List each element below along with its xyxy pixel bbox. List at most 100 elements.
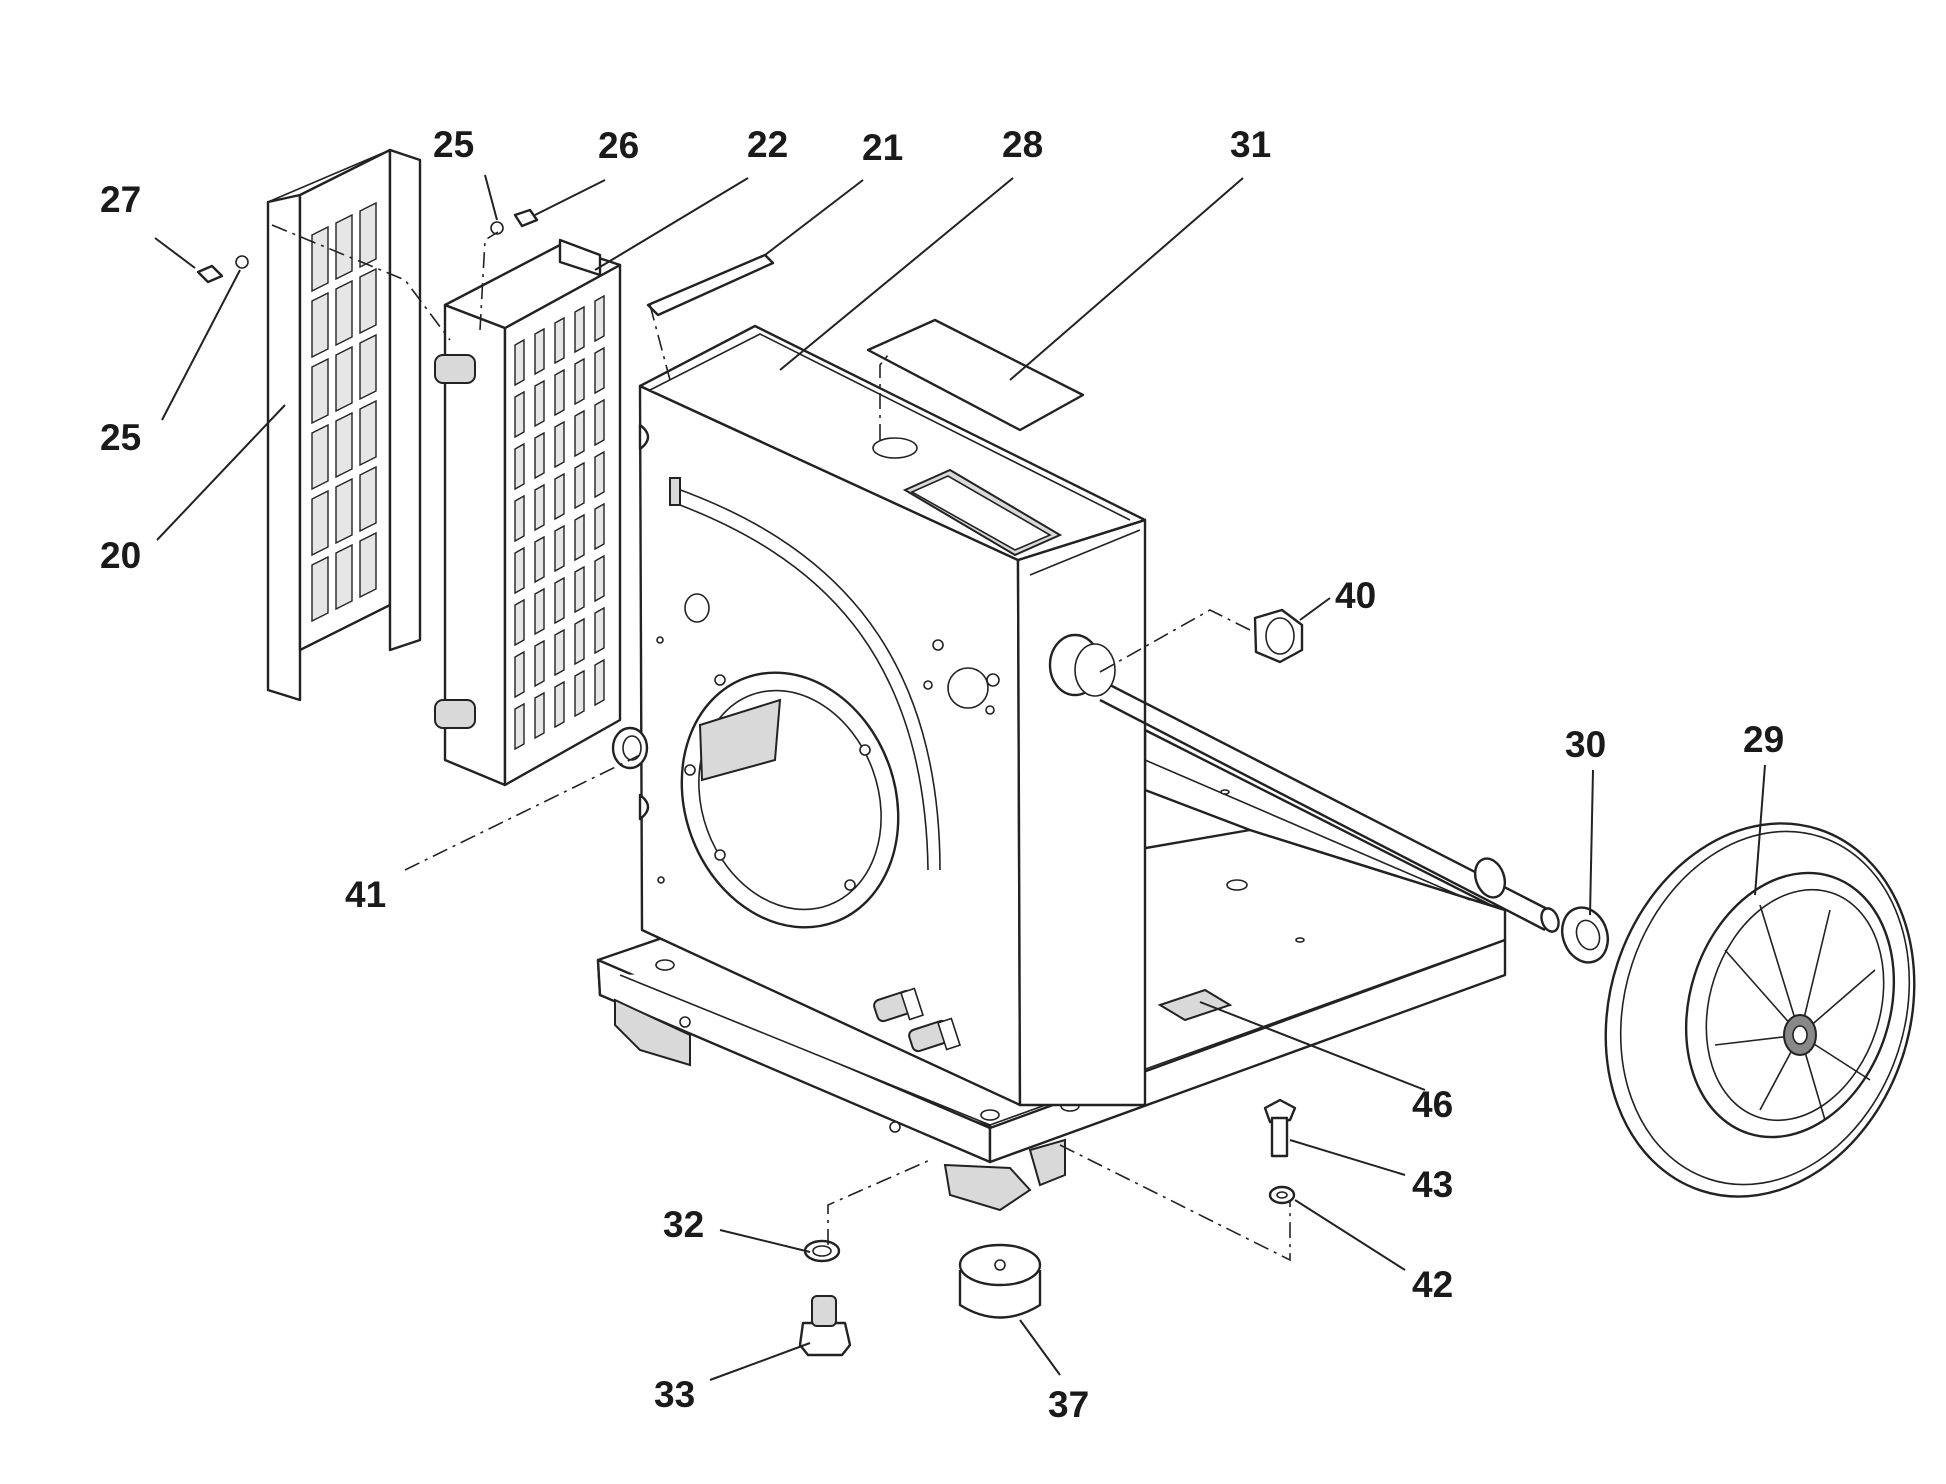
callout-43: 43 [1412,1164,1453,1205]
cooler-slot [594,398,605,447]
nut-26 [513,208,539,228]
cooler-slot [594,294,605,343]
callout-30: 30 [1565,724,1606,765]
callout-labels: 27 25 26 22 21 28 31 25 20 40 30 29 41 4… [100,124,1784,1425]
cooler-slot [534,483,545,532]
plate-21 [646,253,775,317]
cooler-slot [514,598,525,647]
cooler-slot [514,650,525,699]
guard-slot [311,423,329,491]
rubber-foot-37 [958,1243,1042,1319]
cooler-slot [554,576,565,625]
cooler-slot [594,606,605,655]
cooler-slot [534,691,545,740]
cooler-slot [554,628,565,677]
wheel [1604,822,1916,1198]
assembly-centerlines [271,224,1291,1262]
fasteners [196,208,1297,1357]
cooler-slot [574,409,585,458]
cooler-slot [554,524,565,573]
guard-slot [359,201,377,269]
callout-46: 46 [1412,1084,1453,1125]
guard-slot [359,531,377,599]
cooler-slot [514,546,525,595]
callout-22: 22 [747,124,788,165]
grommet-41 [611,726,649,770]
cooler-slot [514,338,525,387]
nut-40 [1253,608,1304,664]
guard-slot [359,465,377,533]
guard-slot [335,543,353,611]
cooler [434,238,622,787]
cooler-slot [514,390,525,439]
cooler-slot [534,587,545,636]
cooler-slot [554,680,565,729]
cooler-slot [574,617,585,666]
cooler-slot [534,431,545,480]
callout-37: 37 [1048,1384,1089,1425]
callout-31: 31 [1230,124,1271,165]
washer-42 [1268,1185,1296,1205]
cooler-slot [554,368,565,417]
washer-25-top [490,221,504,235]
callout-25-left: 25 [100,417,141,458]
guard-slot [311,225,329,293]
cooler-slot [554,316,565,365]
callout-40: 40 [1335,575,1376,616]
washer-30 [1561,906,1609,964]
guard-slot [335,279,353,347]
callout-21: 21 [862,127,903,168]
axle [1048,633,1560,933]
cooler-slot [554,472,565,521]
cooler-slot [574,513,585,562]
guard-slot [335,345,353,413]
callout-27: 27 [100,179,141,220]
cooler-slot [534,379,545,428]
hose-fittings [873,987,961,1053]
panel-guard [266,148,422,702]
callout-26: 26 [598,125,639,166]
cooler-slot [574,357,585,406]
cooler-slot [534,535,545,584]
cooler-slot [554,420,565,469]
guard-slot [359,333,377,401]
callout-28: 28 [1002,124,1043,165]
callout-41: 41 [345,874,386,915]
callout-20: 20 [100,535,141,576]
plug-33 [798,1295,852,1357]
guard-slot [335,411,353,479]
leader-lines [154,174,1766,1381]
cooler-slot [574,669,585,718]
callout-33: 33 [654,1374,695,1415]
callout-25-top: 25 [433,124,474,165]
callout-29: 29 [1743,719,1784,760]
cooler-slot [514,494,525,543]
cooler-slot [514,442,525,491]
bolt-27 [196,264,224,284]
guard-slot [335,213,353,281]
guard-slot [359,399,377,467]
guard-slot [359,267,377,335]
guard-slot [311,489,329,557]
washer-25-left [235,255,249,269]
cover-plate-31 [866,318,1085,432]
cooler-slots [514,294,605,751]
cooler-slot [594,450,605,499]
guard-slot [311,291,329,359]
cooler-slot [534,639,545,688]
cooler-slot [574,565,585,614]
cooler-slot [574,461,585,510]
callout-32: 32 [663,1204,704,1245]
cooler-slot [514,702,525,751]
cooler-slot [594,554,605,603]
cooler-slot [594,658,605,707]
cooler-slot [594,346,605,395]
guard-slot [311,357,329,425]
guard-slot [335,477,353,545]
cooler-slot [534,327,545,376]
guard-slot [311,555,329,623]
bolt-43 [1263,1098,1297,1158]
cooler-slot [594,502,605,551]
cooler-slot [574,305,585,354]
